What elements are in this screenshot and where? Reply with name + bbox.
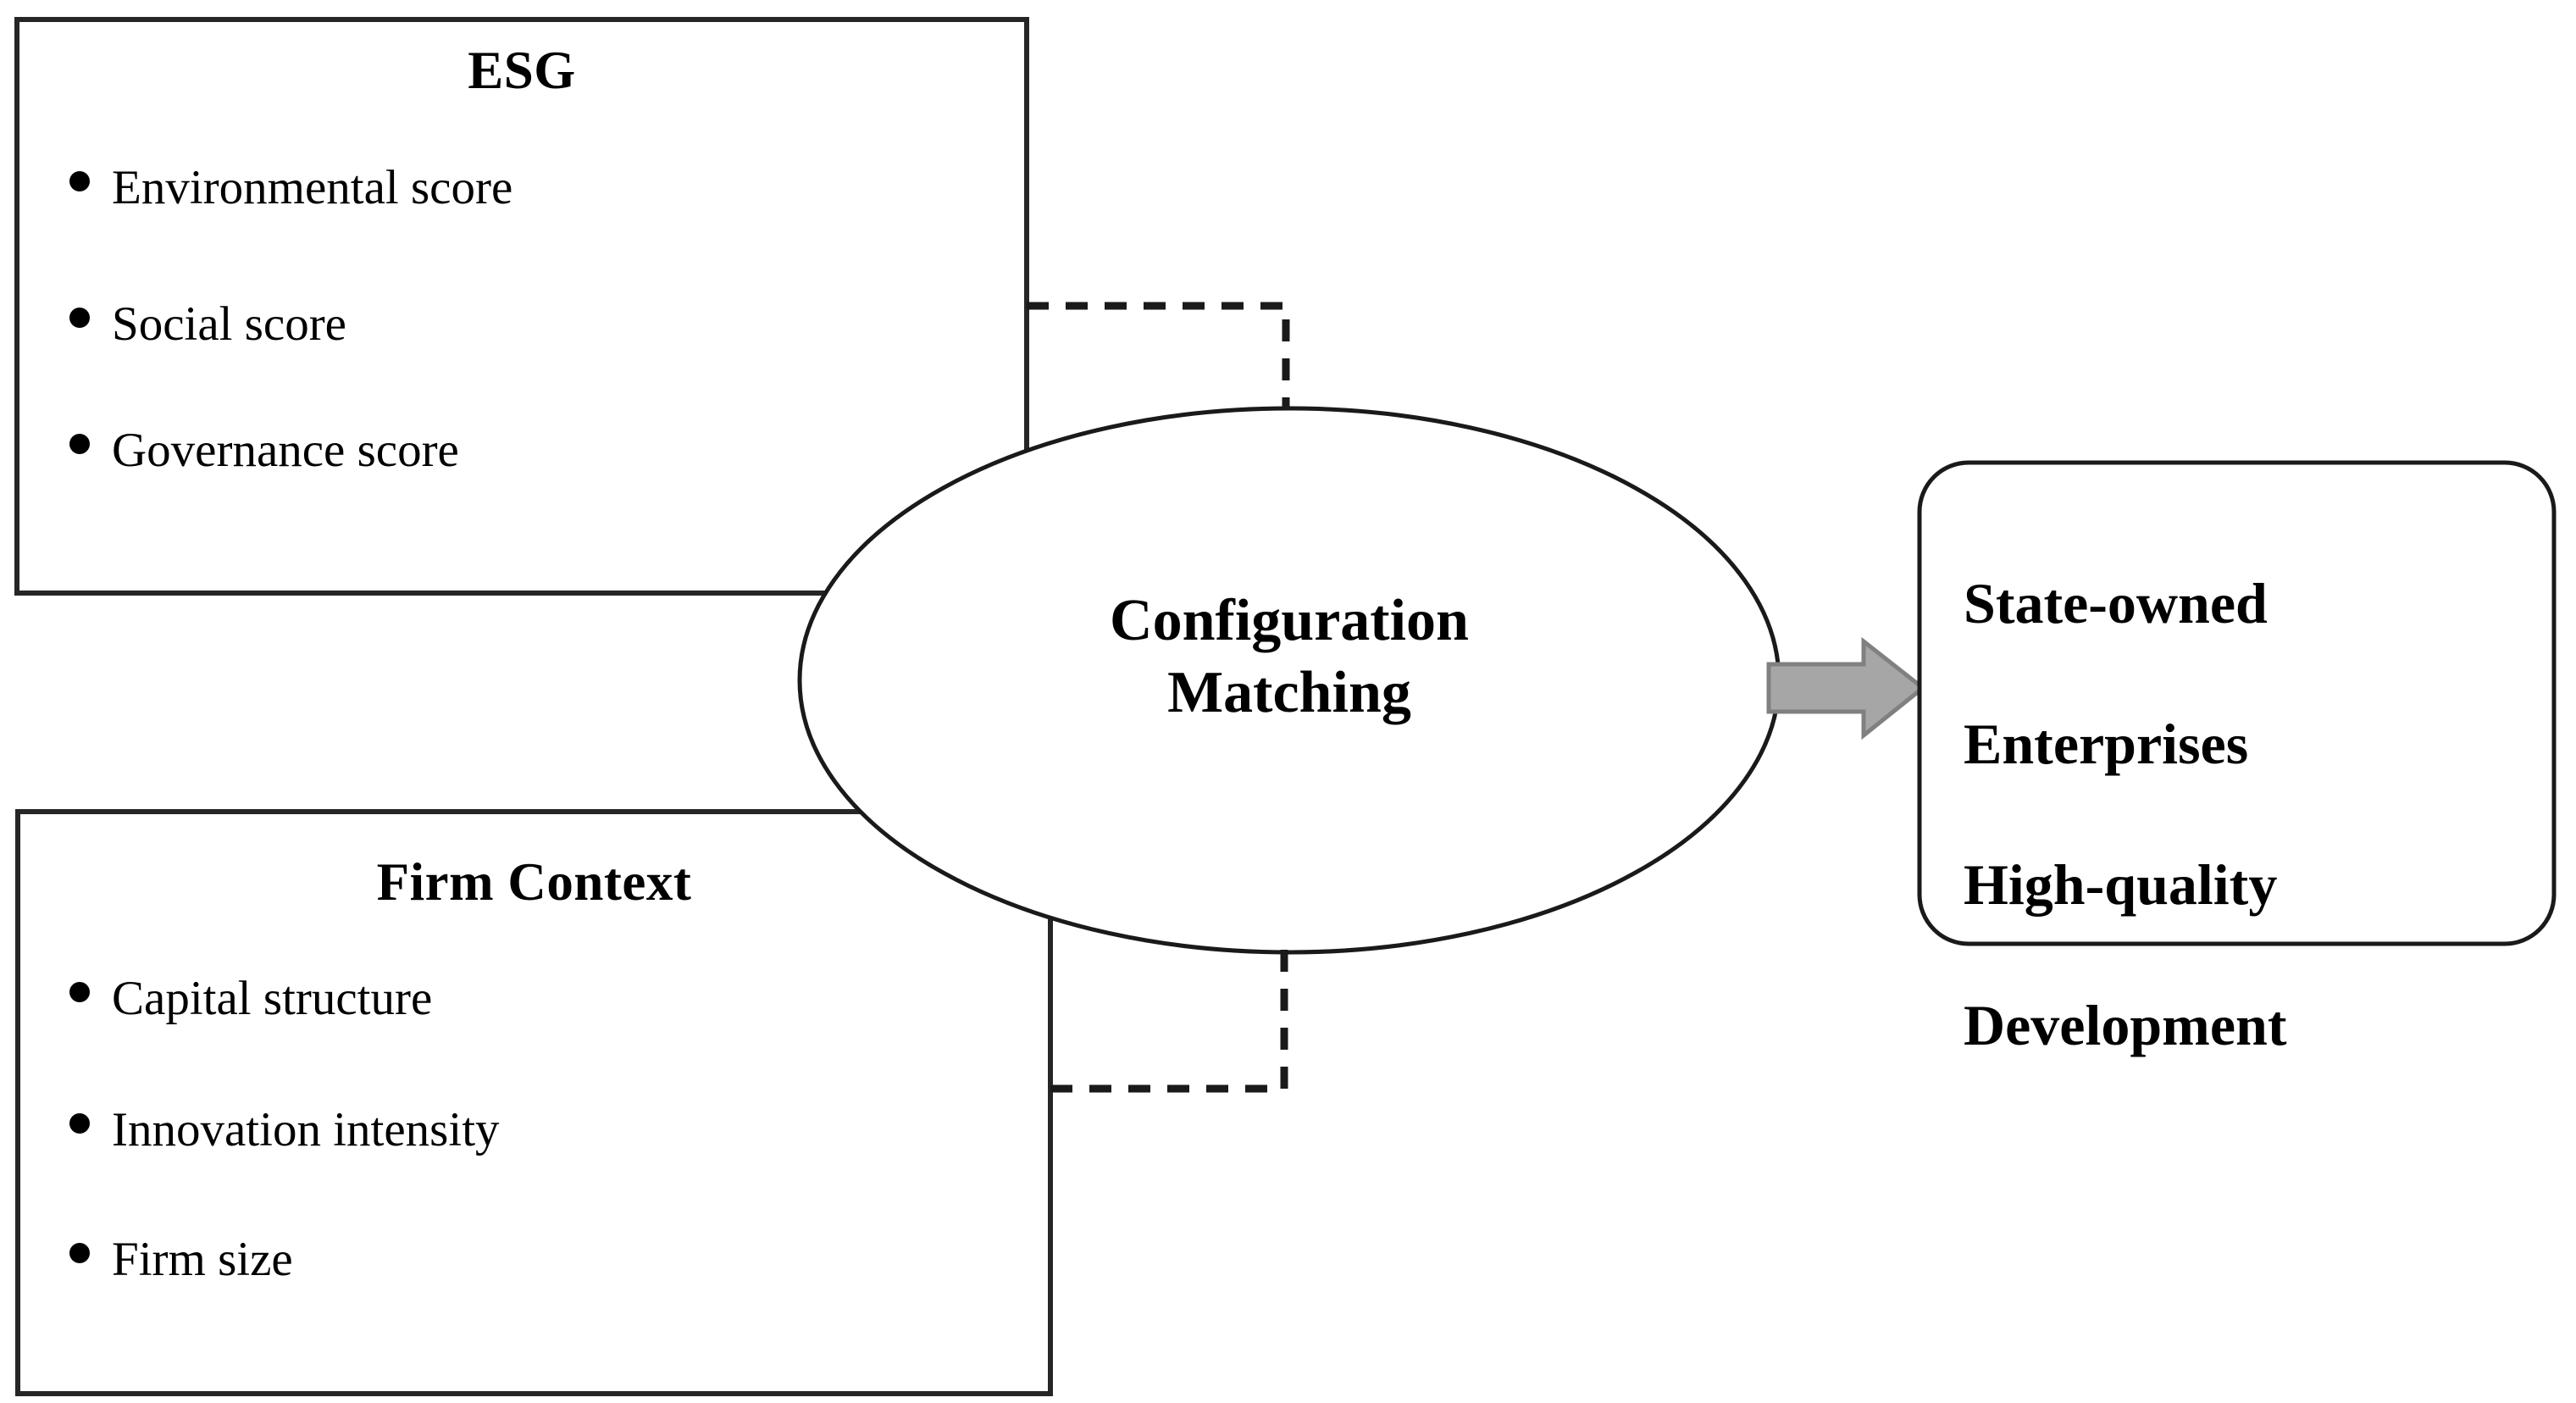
configuration-matching-line-2: Matching (1167, 660, 1411, 726)
esg-list-item: Social score (69, 300, 346, 348)
bullet-icon (69, 434, 90, 454)
bullet-icon (69, 308, 90, 328)
esg-panel-title: ESG (468, 41, 576, 100)
firm-context-list-item: Innovation intensity (69, 1106, 500, 1154)
bullet-icon (69, 1243, 90, 1263)
configuration-matching-line-1: Configuration (1110, 588, 1469, 653)
firm-context-list-item-label: Firm size (112, 1233, 293, 1286)
esg-list-item-label: Social score (112, 297, 346, 351)
outcome-line-2: Enterprises (1964, 711, 2249, 776)
configuration-matching-label: Configuration Matching (800, 585, 1779, 729)
firm-context-list-item: Capital structure (69, 974, 432, 1023)
firm-context-list-item-label: Innovation intensity (112, 1103, 500, 1156)
firm-context-panel-box (15, 809, 1053, 1396)
firm-context-to-mediator-connector (1050, 946, 1288, 1093)
esg-list-item-label: Environmental score (112, 161, 513, 214)
bullet-icon (69, 171, 90, 191)
firm-context-panel-title: Firm Context (376, 852, 692, 912)
mediator-to-outcome-arrow-icon (1766, 636, 1927, 740)
outcome-box (1917, 460, 2557, 946)
outcome-line-1: State-owned (1964, 570, 2268, 635)
bullet-icon (69, 982, 90, 1002)
esg-list-item: Governance score (69, 426, 459, 474)
firm-context-list-item-label: Capital structure (112, 972, 433, 1025)
outcome-label: State-owned Enterprises High-quality Dev… (1964, 498, 2548, 1131)
bullet-icon (69, 1113, 90, 1134)
firm-context-list-item: Firm size (69, 1235, 293, 1284)
esg-panel-box (14, 17, 1029, 596)
esg-list-item: Environmental score (69, 164, 512, 212)
esg-list-item-label: Governance score (112, 424, 459, 477)
esg-to-mediator-connector (1027, 302, 1290, 409)
outcome-line-3: High-quality (1964, 851, 2278, 917)
outcome-line-4: Development (1964, 992, 2287, 1057)
